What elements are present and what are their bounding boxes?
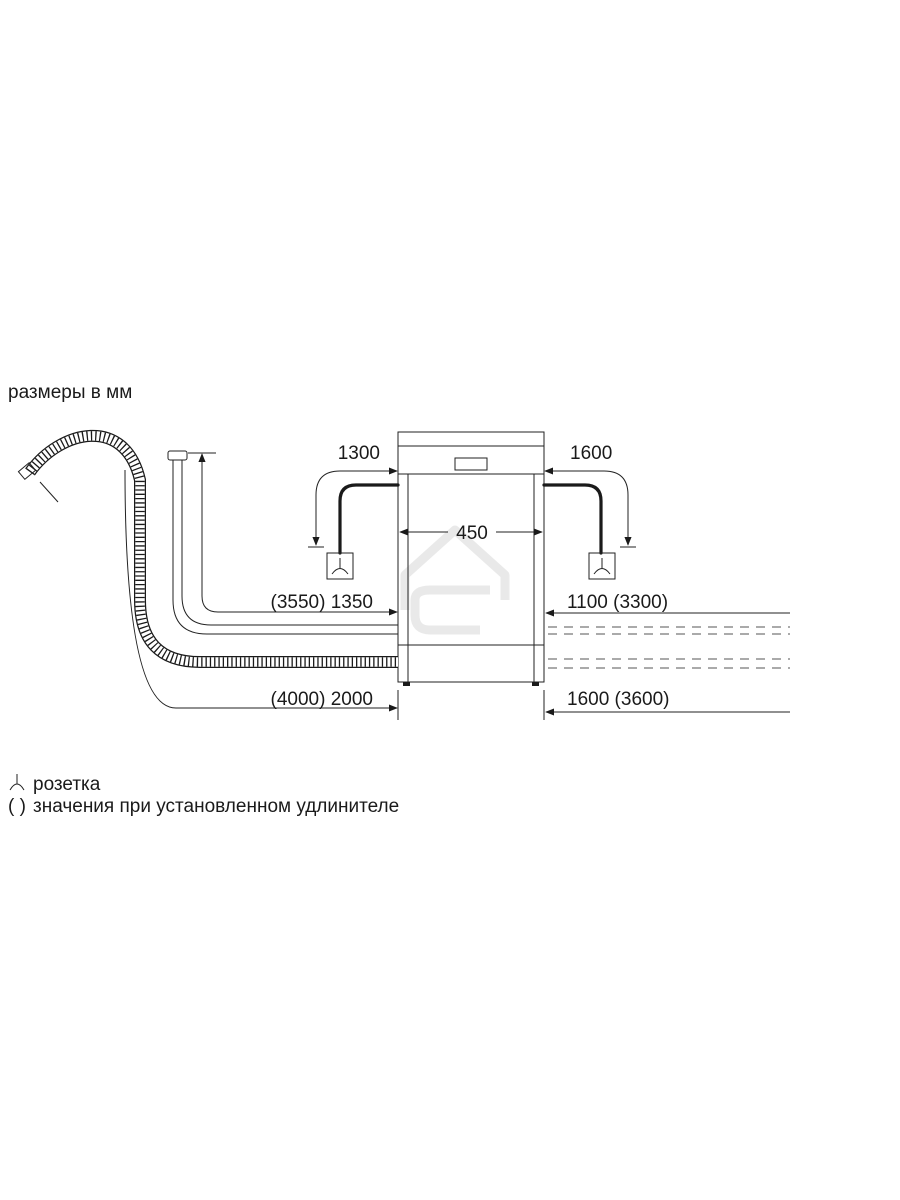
house-logo-icon bbox=[400, 525, 510, 635]
corrugated-hose-icon bbox=[17, 429, 398, 668]
socket-icon bbox=[588, 552, 616, 580]
right-lower-label: 1600 (3600) bbox=[567, 689, 669, 710]
left-power-cable bbox=[338, 483, 400, 555]
right-upper-label: 1100 (3300) bbox=[567, 592, 668, 613]
dishwasher-appliance bbox=[397, 431, 545, 686]
legend-parens-label: значения при установленном удлинителе bbox=[33, 796, 399, 817]
units-note: размеры в мм bbox=[8, 382, 132, 403]
legend-socket-label: розетка bbox=[33, 774, 101, 795]
legend-parens-symbol: ( ) bbox=[8, 796, 26, 817]
inlet-hose-label: (3550) 1350 bbox=[271, 592, 373, 613]
foot-left bbox=[403, 682, 410, 686]
right-power-cable bbox=[542, 483, 603, 555]
width-450-label: 450 bbox=[456, 523, 488, 544]
socket-icon bbox=[326, 552, 354, 580]
right-cable-1600-label: 1600 bbox=[570, 443, 612, 464]
foot-right bbox=[532, 682, 539, 686]
drain-hose-label: (4000) 2000 bbox=[271, 689, 373, 710]
inlet-hose bbox=[167, 450, 398, 635]
legend: розетка ( ) значения при установленном у… bbox=[8, 774, 399, 817]
left-cable-1300-label: 1300 bbox=[338, 443, 380, 464]
socket-legend-icon bbox=[9, 774, 25, 791]
control-panel-display bbox=[454, 457, 488, 471]
